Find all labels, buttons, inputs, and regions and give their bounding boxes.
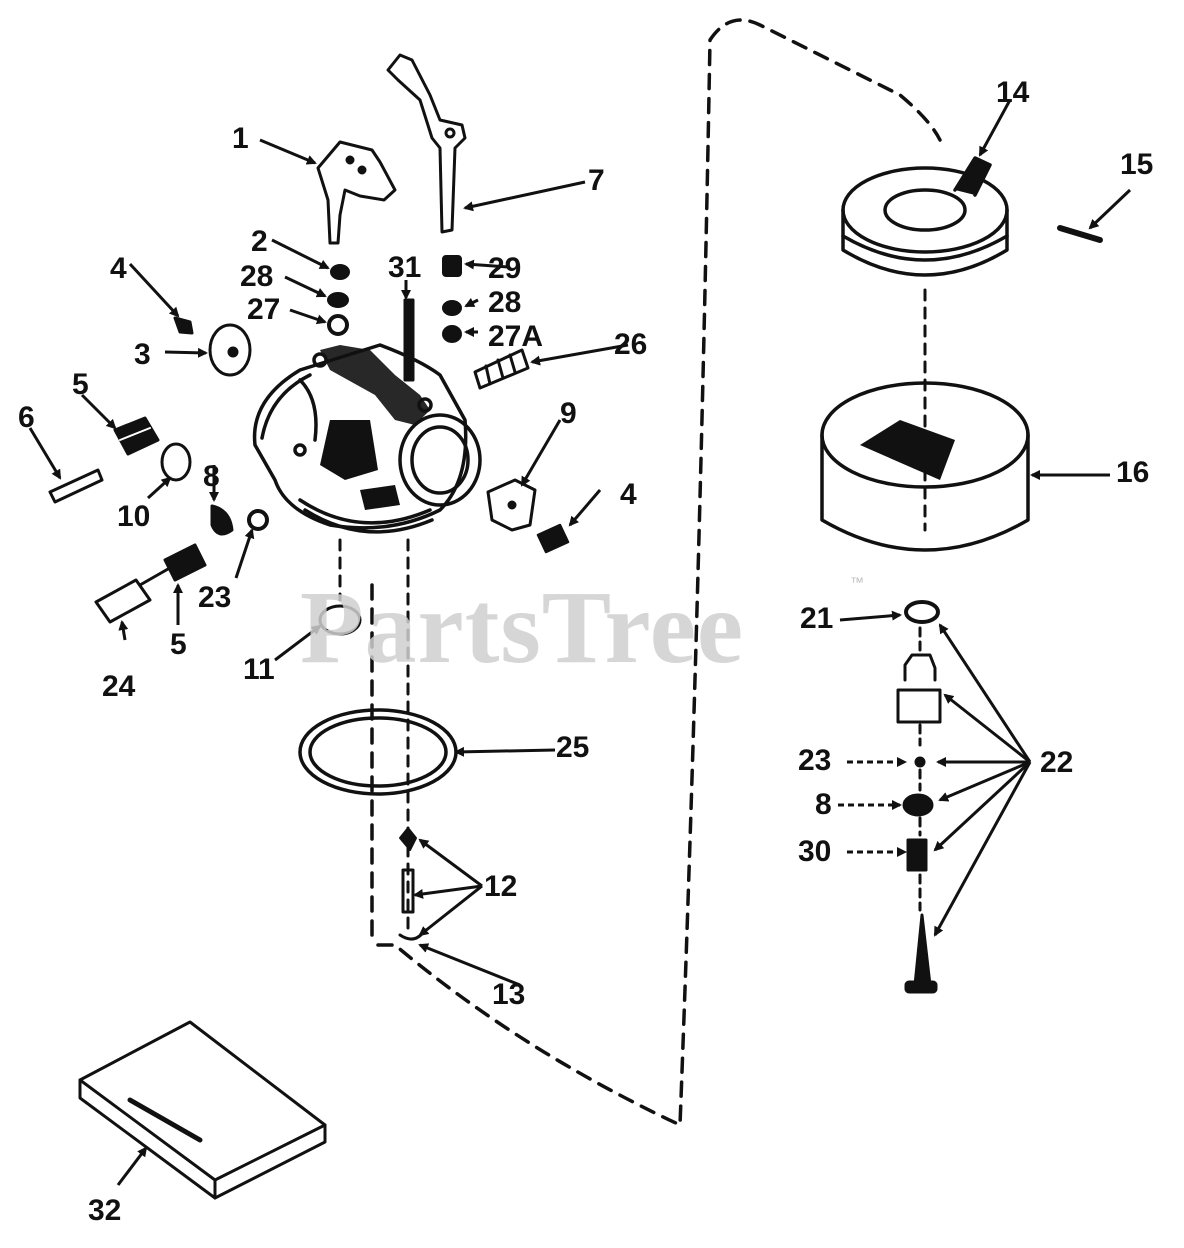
callout-11: 11	[243, 653, 275, 686]
callout-30: 30	[798, 835, 832, 868]
part-16-float-bowl	[820, 381, 1030, 552]
part-12-needle-set	[399, 827, 417, 914]
callout-5-lower: 5	[170, 628, 187, 661]
part-32-repair-kit	[78, 1020, 327, 1200]
callout-28-right: 28	[488, 286, 522, 319]
callout-8-left: 8	[203, 460, 220, 493]
part-26-spring	[473, 348, 530, 390]
part-5-spring-lower	[163, 543, 207, 582]
part-24-needle-valve	[94, 563, 177, 624]
inlet-needle	[904, 913, 938, 994]
callout-12: 12	[484, 870, 518, 903]
carburetor-body	[252, 343, 482, 534]
callout-5-upper: 5	[72, 368, 89, 401]
callout-21: 21	[800, 602, 834, 635]
part-8-washer-left	[210, 504, 234, 536]
part-5-spring-upper	[113, 416, 160, 456]
callout-8-right: 8	[815, 788, 832, 821]
callout-1: 1	[232, 122, 249, 155]
callout-15: 15	[1120, 148, 1154, 181]
part-21-washer	[904, 600, 940, 624]
part-3-throttle-plate	[208, 323, 252, 377]
part-11-disc	[318, 604, 362, 636]
callout-24: 24	[102, 670, 136, 703]
callout-25: 25	[556, 731, 590, 764]
callout-14: 14	[996, 76, 1030, 109]
callout-32: 32	[88, 1194, 122, 1227]
part-10-o-ring	[160, 442, 192, 482]
part-23-seal-right	[914, 756, 926, 768]
part-14-float	[841, 156, 1009, 277]
callout-13: 13	[492, 978, 526, 1011]
part-30-spring	[906, 838, 928, 872]
callout-28-left: 28	[240, 260, 274, 293]
part-1-throttle-lever	[316, 140, 397, 245]
partstree-watermark: PartsTree	[300, 570, 745, 685]
callout-23-right: 23	[798, 744, 832, 777]
callout-29: 29	[488, 252, 522, 285]
part-22-valve-body	[896, 653, 942, 724]
callout-16: 16	[1116, 456, 1150, 489]
callout-4-right: 4	[620, 478, 637, 511]
part-8-washer-right	[902, 793, 934, 817]
callout-26: 26	[614, 328, 648, 361]
part-9-bracket	[486, 478, 537, 532]
callout-2: 2	[251, 225, 268, 258]
callout-7: 7	[588, 164, 605, 197]
assembly-boundary-dashed	[376, 18, 942, 1127]
part-23-seal-left	[247, 509, 269, 531]
part-4-screw-right	[536, 523, 570, 554]
callout-31: 31	[388, 251, 422, 284]
callout-3: 3	[134, 338, 151, 371]
trademark-symbol: ™	[850, 574, 864, 590]
parts-29-28-27a-stack	[442, 255, 462, 343]
part-25-gasket	[298, 708, 458, 796]
callout-4-left: 4	[110, 252, 127, 285]
callout-10: 10	[117, 500, 151, 533]
callout-22: 22	[1040, 746, 1074, 779]
callout-6: 6	[18, 401, 35, 434]
part-31-pin	[403, 298, 415, 382]
parts-2-28-27-stack	[327, 264, 350, 336]
part-6-screw	[48, 468, 104, 504]
part-15-pin	[1057, 225, 1103, 243]
leader-lines	[28, 99, 1132, 1186]
part-7-choke-shaft	[386, 53, 467, 234]
callout-27: 27	[247, 293, 281, 326]
callout-23-left: 23	[198, 581, 232, 614]
callout-9: 9	[560, 397, 577, 430]
callout-27a: 27A	[488, 320, 544, 353]
part-4-screw-left	[173, 316, 194, 335]
